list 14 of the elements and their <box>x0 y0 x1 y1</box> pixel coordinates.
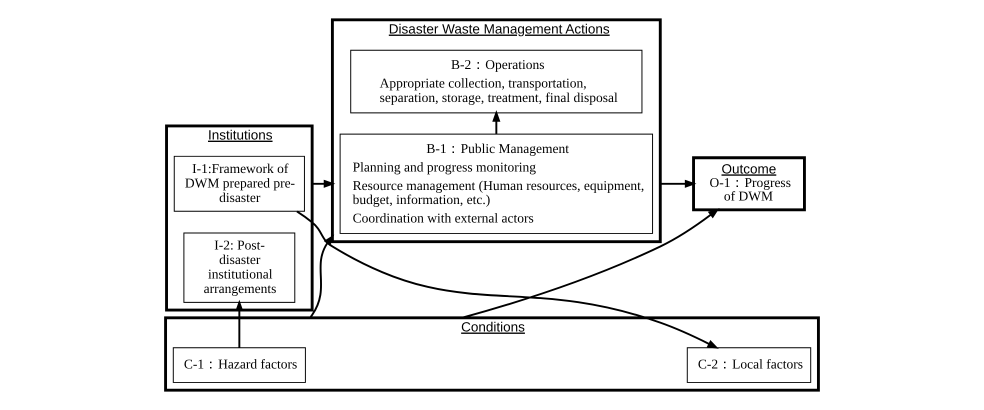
arrow <box>309 234 334 318</box>
arrow <box>462 208 720 319</box>
arrow <box>296 210 719 349</box>
node-box: I-1:Framework of DWM prepared pre-disaster <box>174 156 305 212</box>
node-box: I-2: Post-disaster institutional arrangements <box>183 232 296 303</box>
node-box: B-1：Public Management Planning and progress monitoring Resource management (Human resources, equipment, budget, information, etc.) Coordination with external actors <box>340 134 654 234</box>
node-box: Outcome O-1：Progress of DWM <box>692 156 806 212</box>
arrow <box>235 300 244 348</box>
arrow <box>660 180 696 188</box>
node-box: C-2：Local factors <box>686 347 812 383</box>
arrow <box>312 180 336 188</box>
node-box: C-1：Hazard factors <box>172 347 306 383</box>
arrow <box>492 110 500 134</box>
node-box: B-2：Operations Appropriate collection, transportation, separation, storage, treatment, final disposal <box>350 50 642 114</box>
